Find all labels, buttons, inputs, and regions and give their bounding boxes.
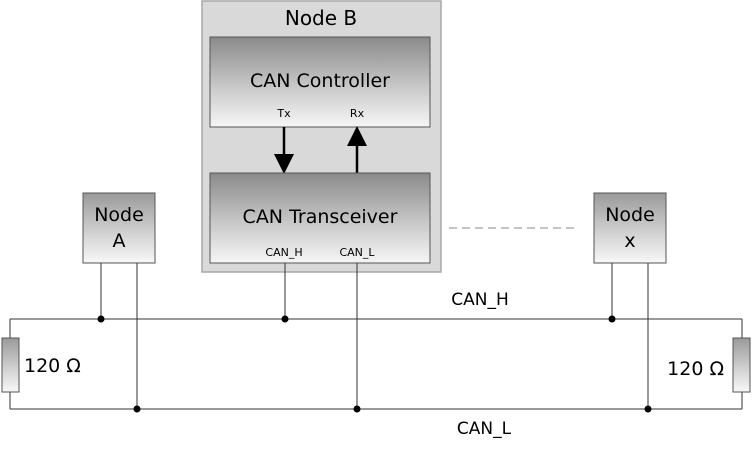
- can-controller-box: [209, 36, 431, 128]
- node-a-line2: A: [113, 230, 126, 252]
- bus-wires: [9, 263, 743, 410]
- tx-label: Tx: [276, 107, 291, 120]
- node-x-line1: Node: [605, 204, 655, 226]
- node-b-title: Node B: [285, 6, 357, 30]
- left-resistor: [1, 337, 20, 393]
- node-a-box: [82, 192, 156, 264]
- rx-label: Rx: [350, 107, 365, 120]
- can-transceiver-label: CAN Transceiver: [243, 206, 398, 228]
- node-x-box: [593, 192, 667, 264]
- right-resistor-label: 120 Ω: [667, 358, 724, 380]
- node-a-line1: Node: [94, 204, 144, 226]
- node-x-line2: x: [624, 230, 635, 252]
- can-h-bus-label: CAN_H: [451, 290, 509, 310]
- can-l-bus-label: CAN_L: [457, 419, 512, 439]
- left-resistor-label: 120 Ω: [24, 355, 81, 377]
- junction-dots: [97, 315, 652, 413]
- right-resistor: [732, 337, 751, 393]
- transceiver-can-l-label: CAN_L: [339, 246, 375, 259]
- transceiver-can-h-label: CAN_H: [265, 246, 302, 259]
- can-transceiver-box: [209, 172, 431, 264]
- can-controller-label: CAN Controller: [250, 70, 390, 92]
